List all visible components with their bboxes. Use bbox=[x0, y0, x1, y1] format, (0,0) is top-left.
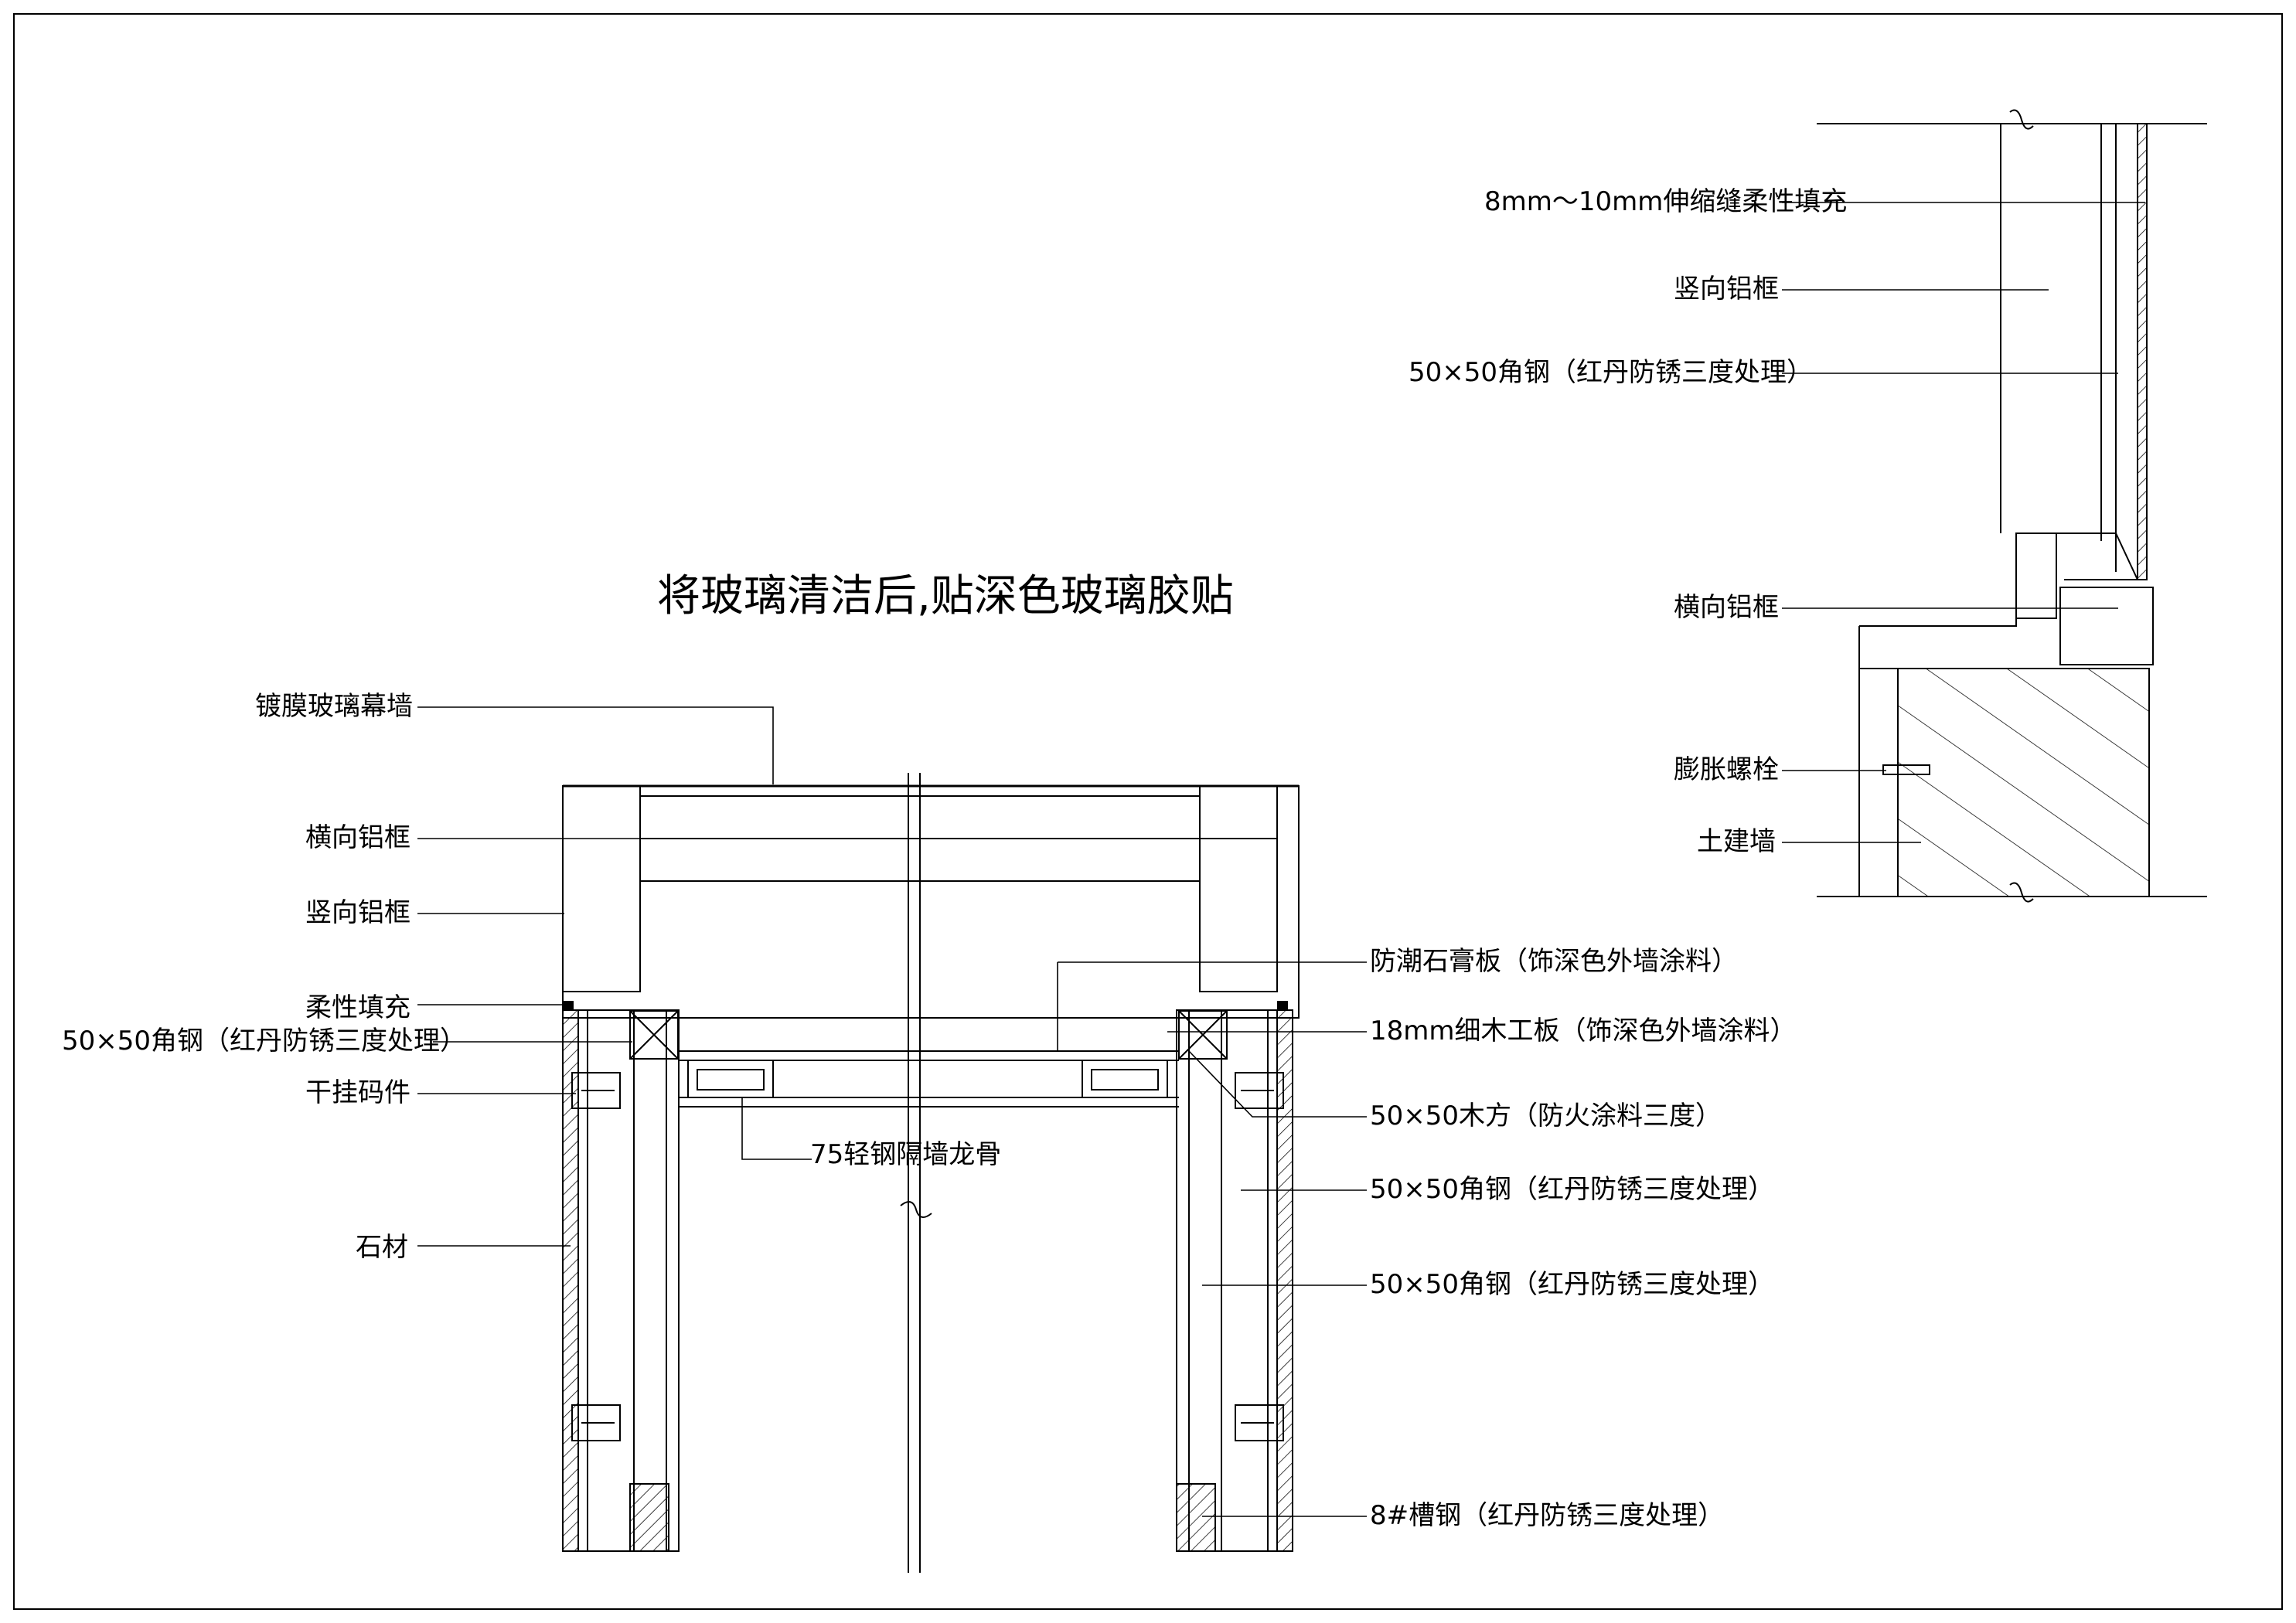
label-d-expansion-joint: 8mm～10mm伸缩缝柔性填充 bbox=[1484, 186, 1847, 217]
leader-keel bbox=[741, 1097, 812, 1160]
keel-right bbox=[1082, 1060, 1168, 1098]
bracket-bottom-right bbox=[1235, 1404, 1284, 1441]
vertical-frame-left bbox=[562, 785, 641, 992]
label-coated-glass-wall: 镀膜玻璃幕墙 bbox=[255, 691, 413, 722]
label-flexible-fill: 柔性填充 bbox=[305, 992, 410, 1023]
label-angle-steel-right-1: 50×50角钢（红丹防锈三度处理） bbox=[1370, 1174, 1774, 1205]
label-d-vertical-frame: 竖向铝框 bbox=[1674, 274, 1779, 305]
label-dry-hang-bracket: 干挂码件 bbox=[305, 1077, 410, 1108]
label-angle-steel-right-2: 50×50角钢（红丹防锈三度处理） bbox=[1370, 1269, 1774, 1300]
label-horizontal-frame: 横向铝框 bbox=[305, 822, 410, 853]
leader-coated-glass-wall bbox=[417, 706, 774, 784]
label-wood-board: 18mm细木工板（饰深色外墙涂料） bbox=[1370, 1016, 1797, 1046]
expansion-joint bbox=[2137, 123, 2148, 580]
expansion-bolt bbox=[1882, 764, 1930, 775]
channel-steel-left bbox=[629, 1483, 669, 1552]
label-d-horizontal-frame: 横向铝框 bbox=[1674, 592, 1779, 623]
label-stone: 石材 bbox=[356, 1232, 408, 1263]
sheet-border bbox=[13, 13, 2283, 1610]
label-d-angle-steel: 50×50角钢（红丹防锈三度处理） bbox=[1409, 357, 1813, 388]
wood-batten-right bbox=[1178, 1010, 1228, 1060]
label-channel-steel: 8#槽钢（红丹防锈三度处理） bbox=[1370, 1500, 1724, 1531]
keel-left bbox=[687, 1060, 774, 1098]
civil-wall bbox=[1897, 668, 2150, 897]
label-vertical-frame: 竖向铝框 bbox=[305, 897, 410, 928]
channel-steel-right bbox=[1176, 1483, 1216, 1552]
vertical-frame-right bbox=[1199, 785, 1278, 992]
main-section bbox=[562, 773, 1300, 1573]
label-d-civil-wall: 土建墙 bbox=[1697, 826, 1776, 857]
label-wood-batten: 50×50木方（防火涂料三度） bbox=[1370, 1101, 1722, 1131]
bracket-top-right bbox=[1235, 1072, 1284, 1109]
label-d-expansion-bolt: 膨胀螺栓 bbox=[1674, 754, 1779, 785]
label-light-steel-keel: 75轻钢隔墙龙骨 bbox=[810, 1139, 1001, 1170]
bracket-top-left bbox=[571, 1072, 621, 1109]
stone-right bbox=[1276, 1009, 1293, 1552]
d-horizontal-frame-box bbox=[2059, 587, 2154, 665]
corner-detail bbox=[1817, 109, 2207, 903]
stone-left bbox=[562, 1009, 579, 1552]
curtain-wall-outline bbox=[562, 785, 1300, 1019]
bracket-bottom-left bbox=[571, 1404, 621, 1441]
label-angle-steel-left: 50×50角钢（红丹防锈三度处理） bbox=[62, 1026, 466, 1056]
drawing-note-title: 将玻璃清洁后,贴深色玻璃胶贴 bbox=[657, 571, 1234, 621]
wood-batten-left bbox=[629, 1010, 679, 1060]
label-gypsum-board: 防潮石膏板（饰深色外墙涂料） bbox=[1370, 946, 1738, 977]
